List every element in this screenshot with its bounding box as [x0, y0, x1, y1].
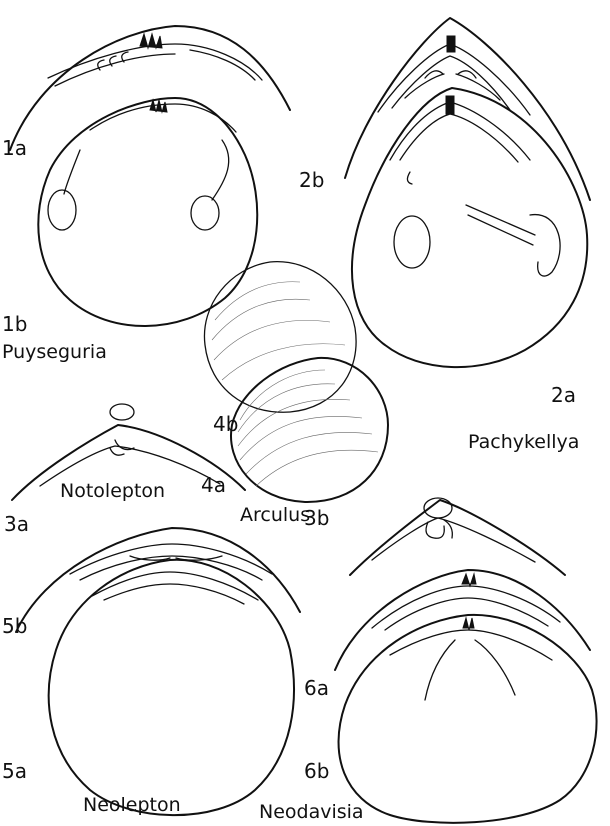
arculus-right-valve	[231, 358, 388, 502]
figure-label-3a: 3a	[4, 512, 29, 536]
figure-label-6a: 6a	[304, 676, 329, 700]
genus-label-neodavisia: Neodavisia	[259, 801, 364, 823]
figure-label-4b: 4b	[213, 412, 238, 436]
figure-label-1a: 1a	[2, 136, 27, 160]
neodavisia-hinge-view	[335, 570, 590, 670]
genus-label-puyseguria: Puyseguria	[2, 341, 107, 363]
pachykellya-interior-view	[352, 88, 587, 367]
neodavisia-interior-view	[339, 615, 597, 823]
figure-label-6b: 6b	[304, 759, 329, 783]
figure-label-5b: 5b	[2, 614, 27, 638]
genus-label-pachykellya: Pachykellya	[468, 431, 579, 453]
figure-label-2b: 2b	[299, 168, 324, 192]
neolepton-hinge-view	[16, 528, 300, 632]
arculus-left-valve	[204, 262, 356, 413]
arculus-hinge-view	[350, 498, 565, 575]
genus-label-notolepton: Notolepton	[60, 480, 165, 502]
puyseguria-hinge-view	[10, 26, 290, 150]
figure-label-1b: 1b	[2, 312, 27, 336]
figure-label-2a: 2a	[551, 383, 576, 407]
puyseguria-interior-view	[38, 98, 257, 326]
figure-label-5a: 5a	[2, 759, 27, 783]
genus-label-neolepton: Neolepton	[83, 794, 181, 816]
genus-label-arculus: Arculus	[240, 504, 310, 526]
neolepton-interior-view	[49, 560, 294, 815]
figure-label-4a: 4a	[201, 473, 226, 497]
